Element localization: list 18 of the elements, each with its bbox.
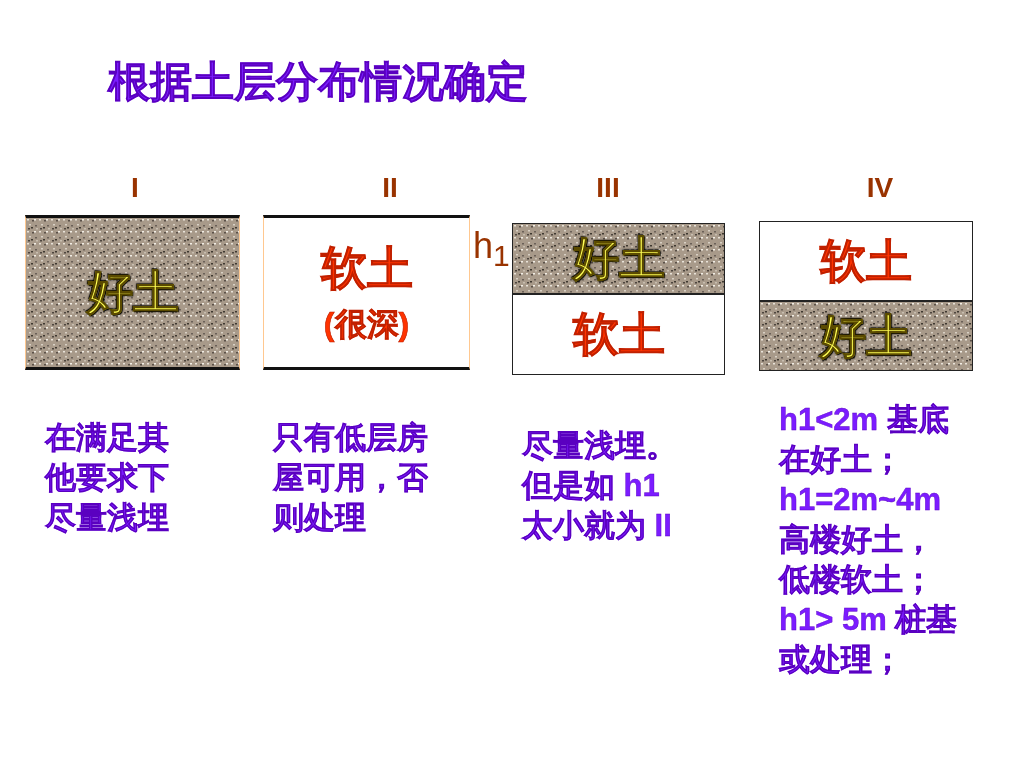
firm-soil-layer — [25, 215, 240, 370]
soil-label: (很深) — [323, 307, 410, 343]
soil-label: 软土 — [572, 309, 665, 360]
soft-soil-layer — [263, 215, 470, 370]
column-numeral: II — [382, 172, 398, 204]
column-numeral: I — [131, 172, 139, 204]
soil-label: 软土 — [820, 235, 912, 287]
note-text: h1<2m 基底在好土；h1=2m~4m 高楼好土，低楼软土；h1> 5m 桩基或处理； — [779, 401, 959, 679]
soil-label: 软土 — [320, 242, 413, 294]
soft-soil-layer — [759, 221, 973, 301]
soft-soil-layer — [512, 294, 725, 375]
column-numeral: III — [596, 172, 620, 204]
column-numeral: IV — [866, 172, 894, 204]
depth-label: h$_{1}$ — [473, 228, 510, 272]
note-text: 在满足其他要求下尽量浅埋 — [45, 419, 170, 537]
note-text: 只有低层房屋可用，否则处理 — [273, 419, 429, 537]
title: 根据土层分布情况确定 — [108, 57, 528, 107]
note-text: 尽量浅埋。但是如 h1 太小就为 II — [522, 427, 678, 545]
